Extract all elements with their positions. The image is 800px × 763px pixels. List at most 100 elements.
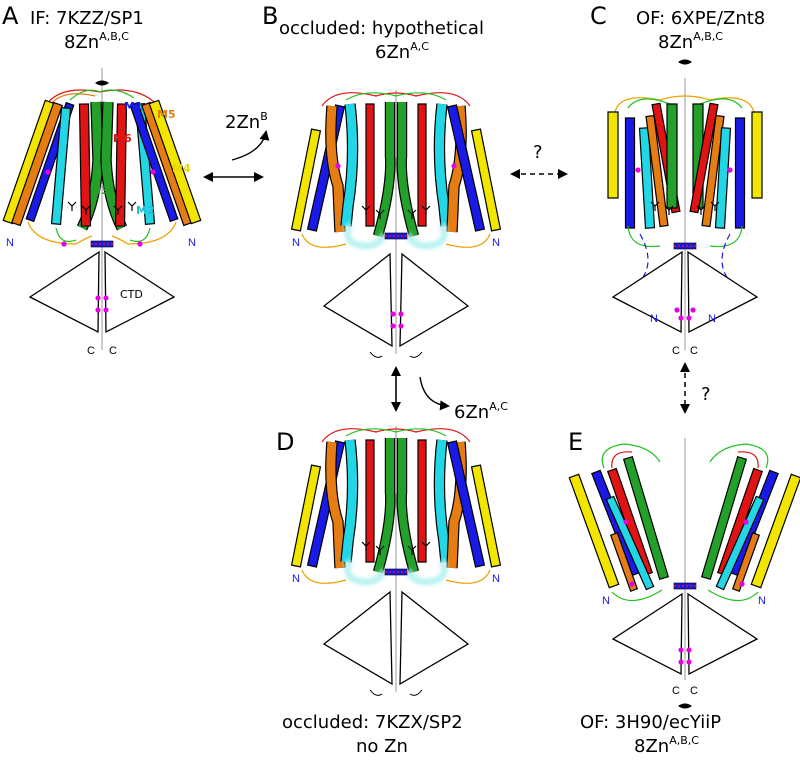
zinc-ion [678,659,684,665]
zinc-ion [623,519,629,525]
dashed-n-loop [629,233,741,291]
ctd-left [28,250,100,334]
ctd-right [687,250,759,334]
dyad-symbol [95,80,109,86]
gate-mark [696,205,706,215]
helix-m2-right [434,439,451,563]
gate-mark [375,209,385,219]
gate-mark [67,201,77,211]
helix-m3-right [397,438,418,574]
helix-m2-left [638,127,656,229]
zinc-ion [398,311,404,317]
gate-mark [407,209,417,219]
release-arrow-a-b [231,130,270,161]
loop [321,428,471,443]
panel-e-zinc-count: 8ZnA,B,C [634,734,699,757]
glow-left [344,222,387,250]
panel-b-header: B occluded: hypothetical 6ZnA,C [262,2,484,63]
panel-e-letter: E [568,428,583,456]
loop [611,589,759,602]
helix-m1-right [129,101,179,223]
n-terminus-left: N [6,237,14,249]
panel-a-letter: A [2,2,19,30]
zinc-ion [398,323,404,329]
helix-m4-left [607,111,619,199]
label-m4: M4 [172,162,191,175]
helix-m6-left [78,103,92,227]
gate-mark [361,541,371,551]
helix-m1-right [734,117,746,229]
loop [614,95,755,113]
helix-m4-left [290,464,322,568]
transition-a-b: 2ZnB [203,110,270,182]
loop [27,221,93,245]
helix-m6-right [417,439,427,563]
loop [345,92,447,101]
helix-m2-left [605,495,655,591]
ctd-left [611,592,683,676]
panel-b-zinc-count: 6ZnA,C [375,40,429,63]
zinc-ion [686,659,692,665]
question-b-c: ? [533,142,543,163]
gate-mark [421,205,431,215]
dimer-hinge [384,232,408,240]
helix-m6-right [689,102,719,214]
zinc-ion [150,169,156,175]
loop [111,221,177,245]
transition-c-e: ? [680,362,711,414]
helix-m1-right [446,104,486,232]
gate-mark [407,545,417,555]
helix-m4-right [470,128,502,232]
ctd-right [399,590,470,686]
panel-d-title: occluded: 7KZX/SP2 [282,712,463,733]
label-m2: M2 [136,204,155,217]
rotation-marks [369,689,423,696]
ctd-left [322,590,393,686]
zinc-ion [629,581,635,587]
panel-e-header: E OF: 3H90/ecYiiP 8ZnA,B,C [568,428,721,757]
helix-m4-right [470,464,502,568]
ctd-right [399,252,470,348]
zinc-ion [61,241,67,247]
gate-mark [664,205,674,215]
zinc-ion [686,647,692,653]
loop [601,443,661,469]
zinc-ion [727,167,733,173]
zinc-ion [690,307,696,313]
helix-m2-left [341,439,358,563]
release-label-a-b: 2ZnB [225,110,268,133]
panel-b-title: occluded: hypothetical [279,18,484,39]
c-terminus-right: C [690,685,698,697]
helix-m5-right [701,114,725,228]
helix-m4-right [750,473,800,589]
c-terminus-left: C [672,345,680,357]
dimer-hinge [673,582,697,590]
gate-mark [361,205,371,215]
c-terminus-left: C [87,345,95,357]
helix-m5-right [731,532,761,592]
helix-m5-left [326,105,345,233]
label-m5: M5 [157,108,176,121]
helix-m3-left [622,455,670,581]
n-terminus-right: N [188,237,196,249]
helix-m3-left [374,102,395,238]
loop [611,451,759,469]
helix-m5-left [609,532,639,592]
dimer-hinge [384,568,408,576]
helix-m4-right [751,111,763,199]
zinc-ion [103,307,109,313]
c-terminus-right: C [690,345,698,357]
zinc-ion [390,311,396,317]
helix-m2-right [434,103,451,227]
loop [321,92,471,107]
glow-right [405,558,448,586]
n-terminus-right: N [492,237,500,249]
helix-m2-right [714,127,732,229]
n-terminus-right: N [708,313,716,325]
label-ctd: CTD [120,288,143,301]
gate-mark [127,201,137,211]
label-m3: M3 [90,184,109,197]
